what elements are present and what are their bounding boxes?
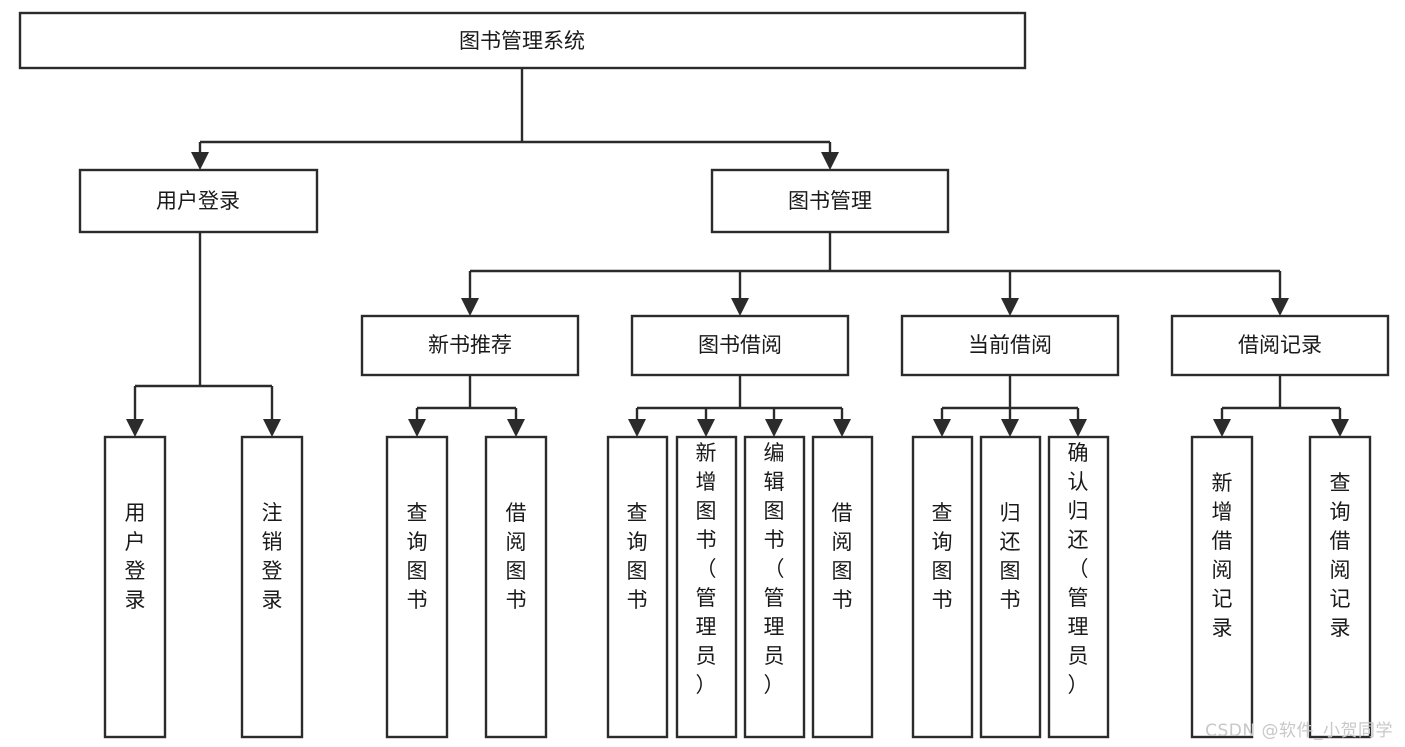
arrow-head-leaf-borrow-book-1 bbox=[507, 419, 525, 437]
node-current-borrow-box[interactable] bbox=[900, 314, 1120, 377]
leaf-borrow-book-2-box[interactable] bbox=[811, 435, 874, 739]
node-borrow-record-label: 借阅记录 bbox=[1238, 333, 1322, 357]
node-new-book-recommend-box[interactable] bbox=[360, 314, 580, 377]
node-borrow-record-box[interactable] bbox=[1170, 314, 1390, 377]
leaf-edit-book-box[interactable] bbox=[743, 435, 806, 739]
leaf-query-book-1-box[interactable] bbox=[385, 435, 449, 739]
leaf-user-login-box[interactable] bbox=[103, 435, 167, 739]
leaf-query-book-3-box[interactable] bbox=[911, 435, 974, 739]
leaf-add-record[interactable]: 新增借阅记录 bbox=[1190, 435, 1254, 739]
node-root-system-label: 图书管理系统 bbox=[459, 29, 585, 53]
node-user-login-label: 用户登录 bbox=[156, 189, 240, 213]
leaf-borrow-book-1-label: 借阅图书 bbox=[506, 501, 527, 612]
node-user-login-box[interactable] bbox=[78, 168, 319, 234]
leaf-query-book-3-label: 查询图书 bbox=[932, 501, 953, 612]
arrow-head-user-login bbox=[191, 152, 209, 170]
leaf-query-book-1[interactable]: 查询图书 bbox=[385, 435, 449, 739]
arrow-head-leaf-query-book-1 bbox=[408, 419, 426, 437]
node-user-login[interactable]: 用户登录 bbox=[78, 168, 319, 234]
node-current-borrow[interactable]: 当前借阅 bbox=[900, 314, 1120, 377]
node-book-borrow-box[interactable] bbox=[630, 314, 850, 377]
arrow-head-leaf-user-login bbox=[126, 419, 144, 437]
arrow-head-leaf-add-book bbox=[697, 419, 715, 437]
arrow-head-leaf-query-book-3 bbox=[933, 419, 951, 437]
arrow-head-leaf-confirm-return bbox=[1069, 419, 1087, 437]
arrow-head-leaf-query-book-2 bbox=[628, 419, 646, 437]
node-book-manage-label: 图书管理 bbox=[788, 189, 872, 213]
arrow-head-leaf-borrow-book-2 bbox=[833, 419, 851, 437]
leaf-user-login[interactable]: 用户登录 bbox=[103, 435, 167, 739]
leaf-confirm-return[interactable]: 确认归还（管理员） bbox=[1047, 435, 1110, 739]
arrow-head-leaf-logout-login bbox=[263, 419, 281, 437]
leaf-add-book[interactable]: 新增图书（管理员） bbox=[675, 435, 738, 739]
leaf-add-book-label: 新增图书（管理员） bbox=[696, 441, 717, 697]
leaf-logout-login[interactable]: 注销登录 bbox=[240, 435, 304, 739]
node-current-borrow-label: 当前借阅 bbox=[968, 333, 1052, 357]
leaf-logout-login-box[interactable] bbox=[240, 435, 304, 739]
leaf-edit-book-label: 编辑图书（管理员） bbox=[764, 441, 785, 697]
leaf-return-book-label: 归还图书 bbox=[1000, 501, 1021, 612]
leaf-return-book[interactable]: 归还图书 bbox=[979, 435, 1042, 739]
node-new-book-recommend[interactable]: 新书推荐 bbox=[360, 314, 580, 377]
leaf-logout-login-label: 注销登录 bbox=[262, 501, 283, 612]
arrow-head-borrow-record bbox=[1271, 298, 1289, 316]
arrow-head-book-manage bbox=[821, 152, 839, 170]
node-root-system-box[interactable] bbox=[18, 11, 1027, 70]
leaf-borrow-book-1-box[interactable] bbox=[484, 435, 548, 739]
arrow-head-book-borrow bbox=[731, 298, 749, 316]
arrow-head-leaf-add-record bbox=[1213, 419, 1231, 437]
leaf-edit-book[interactable]: 编辑图书（管理员） bbox=[743, 435, 806, 739]
leaf-add-book-box[interactable] bbox=[675, 435, 738, 739]
leaf-query-record-box[interactable] bbox=[1308, 435, 1372, 739]
arrow-head-leaf-edit-book bbox=[765, 419, 783, 437]
node-book-borrow[interactable]: 图书借阅 bbox=[630, 314, 850, 377]
leaf-query-book-2-label: 查询图书 bbox=[627, 501, 648, 612]
leaf-query-book-2[interactable]: 查询图书 bbox=[606, 435, 669, 739]
leaf-query-book-1-label: 查询图书 bbox=[407, 501, 428, 612]
node-new-book-recommend-label: 新书推荐 bbox=[428, 333, 512, 357]
csdn-watermark: CSDN @软件_小贺同学 bbox=[1205, 721, 1393, 741]
leaf-add-record-label: 新增借阅记录 bbox=[1212, 471, 1233, 640]
arrow-head-leaf-return-book bbox=[1001, 419, 1019, 437]
leaf-borrow-book-2[interactable]: 借阅图书 bbox=[811, 435, 874, 739]
leaf-query-record[interactable]: 查询借阅记录 bbox=[1308, 435, 1372, 739]
leaf-query-record-label: 查询借阅记录 bbox=[1330, 471, 1351, 640]
node-book-manage-box[interactable] bbox=[710, 168, 950, 234]
node-book-manage[interactable]: 图书管理 bbox=[710, 168, 950, 234]
leaf-query-book-2-box[interactable] bbox=[606, 435, 669, 739]
leaf-return-book-box[interactable] bbox=[979, 435, 1042, 739]
arrow-head-current-borrow bbox=[1001, 298, 1019, 316]
leaf-borrow-book-2-label: 借阅图书 bbox=[832, 501, 853, 612]
leaf-confirm-return-box[interactable] bbox=[1047, 435, 1110, 739]
leaf-borrow-book-1[interactable]: 借阅图书 bbox=[484, 435, 548, 739]
leaf-user-login-label: 用户登录 bbox=[125, 501, 146, 612]
leaf-query-book-3[interactable]: 查询图书 bbox=[911, 435, 974, 739]
leaf-confirm-return-label: 确认归还（管理员） bbox=[1068, 441, 1089, 697]
node-borrow-record[interactable]: 借阅记录 bbox=[1170, 314, 1390, 377]
arrow-head-leaf-query-record bbox=[1331, 419, 1349, 437]
node-root-system[interactable]: 图书管理系统 bbox=[18, 11, 1027, 70]
connector-layer bbox=[126, 68, 1349, 437]
arrow-head-new-book-recommend bbox=[461, 298, 479, 316]
leaf-add-record-box[interactable] bbox=[1190, 435, 1254, 739]
node-book-borrow-label: 图书借阅 bbox=[698, 333, 782, 357]
